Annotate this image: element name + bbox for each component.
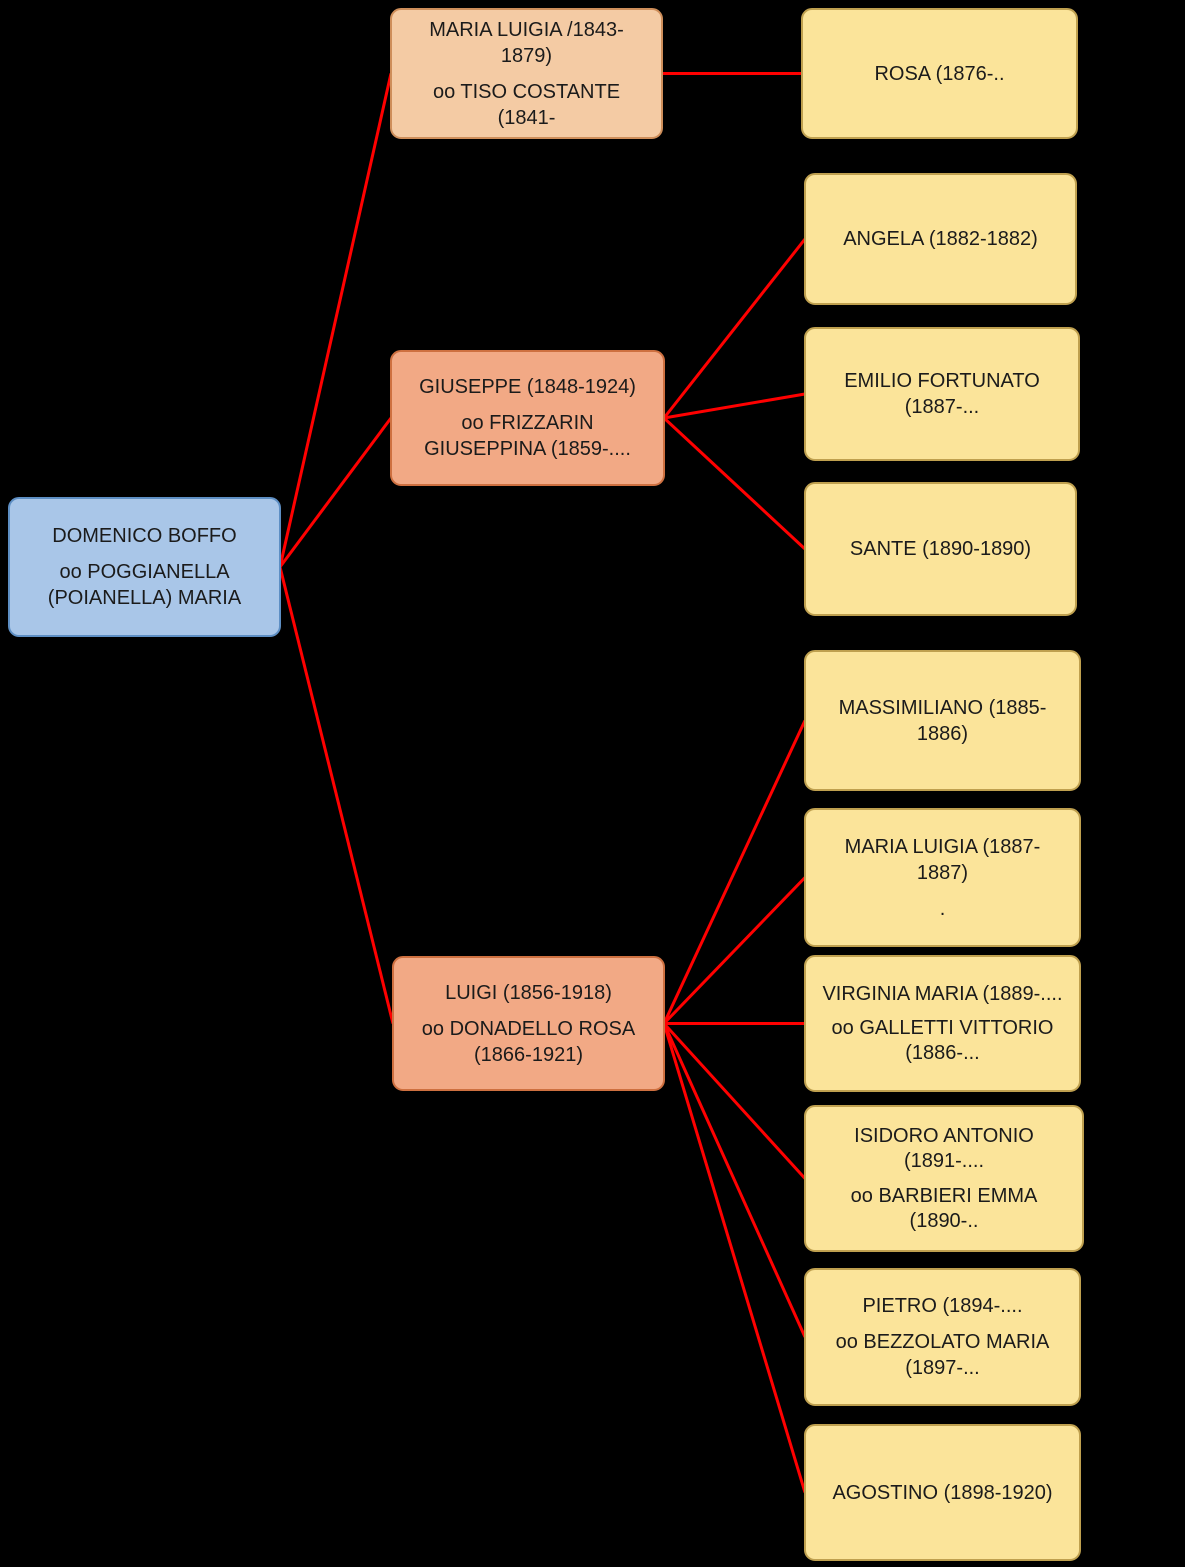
node-name-text: ROSA (1876-.. [874, 62, 1005, 85]
node-angela: ANGELA (1882-1882) [804, 173, 1077, 305]
node-name-text: ANGELA (1882-1882) [843, 228, 1038, 250]
node-name-text: MARIA LUIGIA (1887-1887) [844, 835, 1041, 884]
connector-line [662, 719, 807, 1025]
connector-line [662, 1023, 807, 1493]
node-virginia-maria: VIRGINIA MARIA (1889-.... oo GALLETTI VI… [804, 955, 1081, 1092]
node-domenico-boffo: DOMENICO BOFFO oo POGGIANELLA (POIANELLA… [8, 497, 281, 637]
node-rosa: ROSA (1876-.. [801, 8, 1078, 139]
connector-line [662, 238, 807, 419]
connector-line [278, 566, 395, 1024]
connector-line [662, 416, 807, 551]
connector-line [662, 1022, 807, 1338]
node-spouse-text: oo POGGIANELLA (POIANELLA) MARIA [47, 561, 242, 609]
node-sante: SANTE (1890-1890) [804, 482, 1077, 616]
node-emilio-fortunato: EMILIO FORTUNATO (1887-... [804, 327, 1080, 461]
node-isidoro-antonio: ISIDORO ANTONIO (1891-.... oo BARBIERI E… [804, 1105, 1084, 1252]
node-spouse-text: oo BARBIERI EMMA (1890-.. [850, 1184, 1038, 1232]
connector-line [662, 1022, 807, 1180]
node-spouse-text: oo GALLETTI VITTORIO (1886-... [831, 1017, 1054, 1064]
node-maria-luigia: MARIA LUIGIA /1843-1879) oo TISO COSTANT… [390, 8, 663, 139]
connector-line [278, 73, 393, 568]
node-name-text: SANTE (1890-1890) [849, 538, 1032, 560]
node-name-text: MARIA LUIGIA /1843-1879) [429, 18, 624, 67]
node-name-text: DOMENICO BOFFO [52, 525, 237, 547]
node-extra-text: . [939, 897, 946, 920]
node-luigi: LUIGI (1856-1918) oo DONADELLO ROSA (186… [392, 956, 665, 1091]
node-name-text: LUIGI (1856-1918) [445, 981, 612, 1004]
connector-line [278, 417, 393, 568]
node-maria-luigia-2: MARIA LUIGIA (1887-1887) . [804, 808, 1081, 947]
node-name-text: EMILIO FORTUNATO (1887-... [844, 370, 1040, 418]
node-agostino: AGOSTINO (1898-1920) [804, 1424, 1081, 1561]
node-name-text: GIUSEPPE (1848-1924) [419, 376, 636, 398]
connector-line [662, 876, 807, 1025]
node-spouse-text: oo FRIZZARIN GIUSEPPINA (1859-.... [424, 412, 631, 460]
node-name-text: AGOSTINO (1898-1920) [832, 1481, 1053, 1504]
node-name-text: PIETRO (1894-.... [862, 1295, 1023, 1317]
node-spouse-text: oo DONADELLO ROSA (1866-1921) [421, 1017, 636, 1066]
node-massimiliano: MASSIMILIANO (1885-1886) [804, 650, 1081, 791]
connector-line [663, 392, 806, 420]
node-giuseppe: GIUSEPPE (1848-1924) oo FRIZZARIN GIUSEP… [390, 350, 665, 486]
node-spouse-text: oo BEZZOLATO MARIA (1897-... [835, 1331, 1050, 1379]
node-spouse-text: oo TISO COSTANTE (1841- [432, 80, 621, 129]
node-name-text: MASSIMILIANO (1885-1886) [838, 696, 1047, 745]
node-name-text: VIRGINIA MARIA (1889-.... [822, 982, 1063, 1005]
node-name-text: ISIDORO ANTONIO (1891-.... [854, 1124, 1034, 1172]
node-pietro: PIETRO (1894-.... oo BEZZOLATO MARIA (18… [804, 1268, 1081, 1406]
